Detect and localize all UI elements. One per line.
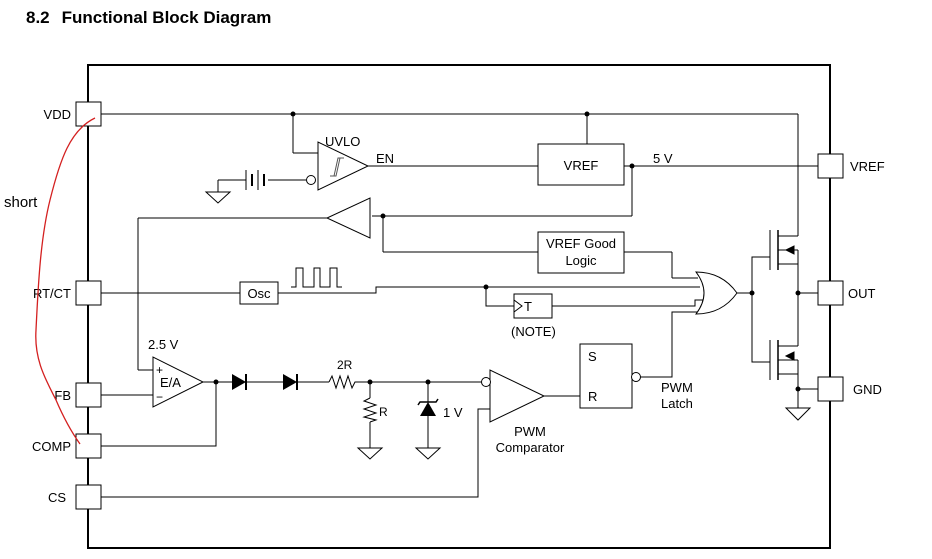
junction-gnd xyxy=(795,386,801,392)
latch-s-label: S xyxy=(588,349,597,364)
ea-label: E/A xyxy=(160,375,181,390)
pin-out-box xyxy=(817,280,844,306)
clock-edge-icon xyxy=(513,299,523,313)
uvlo-label: UVLO xyxy=(325,134,360,149)
pwm-latch-label-2: Latch xyxy=(661,396,693,411)
section-number: 8.2 xyxy=(26,8,50,27)
pin-rtct-label: RT/CT xyxy=(33,286,71,301)
resistor-2r xyxy=(328,374,357,390)
junction-gate xyxy=(749,290,755,296)
ea-plus-label: + xyxy=(156,363,163,377)
pwm-comparator xyxy=(489,369,546,423)
mosfet-high-side xyxy=(769,224,799,270)
ground-symbol-battery xyxy=(204,191,232,204)
or-gate xyxy=(694,271,738,315)
wire-osc-to-toggle xyxy=(485,287,514,307)
pin-comp-box xyxy=(75,433,102,459)
ground-symbol-out xyxy=(784,407,812,421)
pin-fb-box xyxy=(75,382,102,408)
vref-block-label: VREF xyxy=(564,158,599,173)
oscillator-block xyxy=(239,281,279,305)
pwm-latch-label-1: PWM xyxy=(661,380,693,395)
five-v-label: 5 V xyxy=(653,151,673,166)
wire-gate-top xyxy=(751,256,770,293)
wire-toggle-to-or xyxy=(552,299,706,307)
pin-out-label: OUT xyxy=(848,286,876,301)
junction-zener-node xyxy=(425,379,431,385)
pwm-comp-label-2: Comparator xyxy=(496,440,565,455)
clock-waveform xyxy=(291,267,342,288)
pwm-comparator-bubble xyxy=(481,377,491,387)
toggle-flipflop xyxy=(513,293,553,319)
battery-symbol xyxy=(245,170,265,190)
wire-comp xyxy=(101,382,217,447)
junction-r-node xyxy=(367,379,373,385)
pin-vref-box xyxy=(817,153,844,179)
pin-cs-box xyxy=(75,484,102,510)
one-v-label: 1 V xyxy=(443,405,463,420)
ground-symbol-r xyxy=(356,447,384,460)
pwm-latch-bubble xyxy=(631,372,641,382)
diode-2 xyxy=(283,374,298,390)
section-heading: 8.2 Functional Block Diagram xyxy=(26,8,271,28)
junction-osc-toggle xyxy=(483,284,489,290)
pwm-comp-label-1: PWM xyxy=(514,424,546,439)
pin-cs-label: CS xyxy=(48,490,66,505)
pin-rtct-box xyxy=(75,280,102,306)
junction-out xyxy=(795,290,801,296)
pin-vdd-label: VDD xyxy=(44,107,71,122)
pin-fb-label: FB xyxy=(54,388,71,403)
junction-vdd-uvlo xyxy=(290,111,296,117)
wire-cs xyxy=(101,408,490,498)
junction-buffer-good xyxy=(380,213,386,219)
short-annotation-stroke xyxy=(35,117,96,445)
buffer-amplifier xyxy=(325,197,371,239)
zener-diode xyxy=(417,398,439,416)
note-label: (NOTE) xyxy=(511,324,556,339)
ea-minus-label: − xyxy=(156,390,163,404)
junction-ea-out xyxy=(213,379,219,385)
mosfet-low-side xyxy=(769,340,799,380)
junction-vdd-vref xyxy=(584,111,590,117)
vref-good-logic-block xyxy=(537,231,625,274)
pin-vref-label: VREF xyxy=(850,159,885,174)
vref-block xyxy=(537,143,625,186)
diode-1 xyxy=(232,374,247,390)
wire-latch-to-or xyxy=(640,311,700,378)
vref-good-label-1: VREF Good xyxy=(546,236,616,251)
resistor-r xyxy=(362,397,378,423)
pin-comp-label: COMP xyxy=(32,439,71,454)
short-annotation-text: short xyxy=(4,194,38,211)
ground-symbol-zener xyxy=(414,447,442,460)
vref-good-label-2: Logic xyxy=(565,253,597,268)
en-label: EN xyxy=(376,151,394,166)
pin-gnd-box xyxy=(817,376,844,402)
hysteresis-icon xyxy=(330,157,344,177)
section-title: Functional Block Diagram xyxy=(61,8,272,27)
ic-outline xyxy=(87,64,831,549)
r2-label: 2R xyxy=(337,358,353,372)
error-amplifier xyxy=(152,356,205,408)
wire-gate-bot xyxy=(751,293,770,363)
wire-osc-out xyxy=(278,286,700,294)
ea-ref-label: 2.5 V xyxy=(148,337,179,352)
latch-r-label: R xyxy=(588,389,597,404)
r-label: R xyxy=(379,405,388,419)
osc-label: Osc xyxy=(247,286,271,301)
toggle-label: T xyxy=(524,299,532,314)
junction-5v xyxy=(629,163,635,169)
pin-gnd-label: GND xyxy=(853,382,882,397)
uvlo-comparator xyxy=(317,141,370,191)
uvlo-invert-bubble xyxy=(306,175,316,185)
